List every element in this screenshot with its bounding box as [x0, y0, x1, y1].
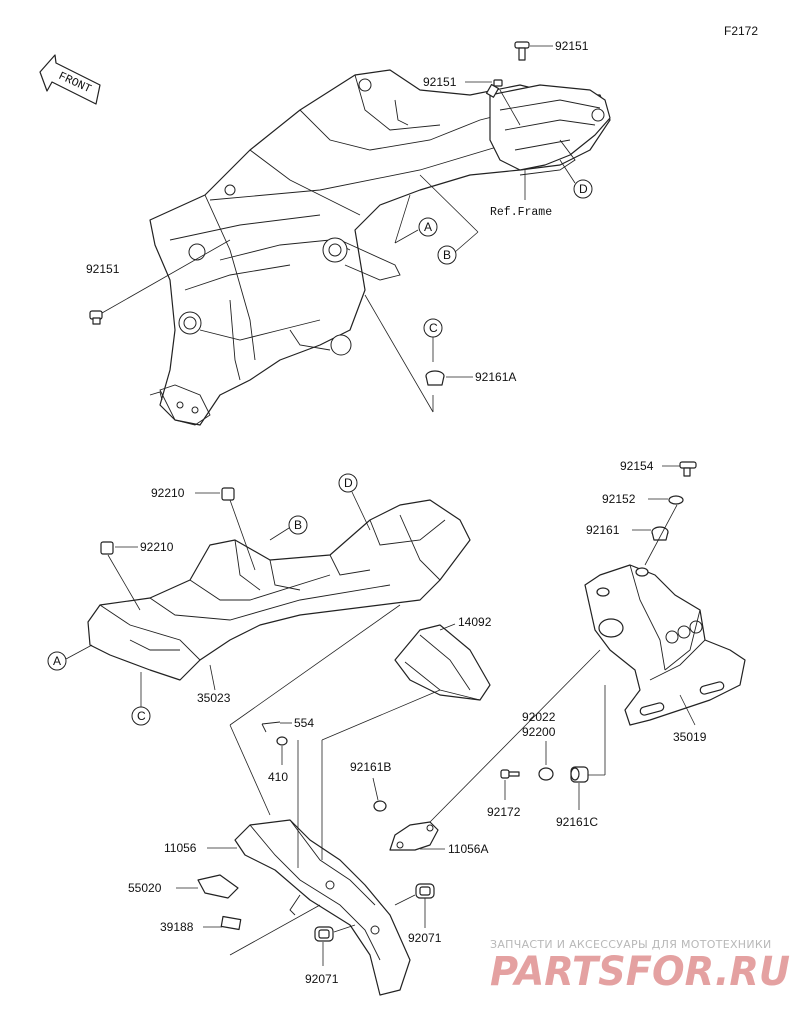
callout-a-tray-label: A: [53, 654, 61, 668]
clip-92210-left: [100, 541, 114, 555]
callout-a-frame-label: A: [424, 220, 432, 234]
callout-b-tray: [288, 515, 308, 535]
pad-39188: [220, 915, 242, 931]
callout-b-tray-label: B: [294, 518, 302, 532]
label-11056: 11056: [164, 841, 197, 855]
grommet-92071-right: [415, 883, 435, 899]
label-11056A: 11056A: [448, 842, 488, 856]
label-39188: 39188: [160, 920, 194, 934]
washer-92152: [668, 495, 684, 505]
callout-d-tray: [338, 473, 358, 493]
bracket-11056: [234, 819, 411, 996]
callout-d-frame-label: D: [579, 182, 588, 196]
bolt-92151-top: [514, 41, 530, 61]
bolt-92151-left: [89, 310, 103, 325]
clip-92210-top: [221, 487, 235, 501]
plate-55020: [197, 874, 239, 899]
callout-b-frame: [437, 245, 457, 265]
label-92161B: 92161B: [350, 760, 391, 774]
callout-d-tray-label: D: [344, 476, 353, 490]
label-14092: 14092: [458, 615, 492, 629]
ref-frame-label: Ref.Frame: [490, 206, 552, 219]
diagram-code: F2172: [724, 24, 758, 38]
watermark-brand: PARTSFOR.RU: [490, 949, 790, 995]
callout-d-frame: [573, 179, 593, 199]
label-92071-a: 92071: [408, 931, 442, 945]
callout-a-frame: [418, 217, 438, 237]
label-92022: 92022: [522, 710, 556, 724]
label-410: 410: [268, 770, 288, 784]
callout-c-frame-label: C: [429, 321, 438, 335]
label-92210-a: 92210: [151, 486, 185, 500]
callout-c-tray-label: C: [137, 709, 146, 723]
label-35019: 35019: [673, 730, 707, 744]
label-55020: 55020: [128, 881, 162, 895]
label-92161C: 92161C: [556, 815, 598, 829]
bolt-92172: [500, 769, 520, 779]
grommet-92161A: [425, 370, 445, 386]
label-92152: 92152: [602, 492, 636, 506]
front-arrow: FRONT: [39, 54, 101, 105]
label-92151-mid: 92151: [423, 75, 457, 89]
bracket-11056A: [389, 821, 439, 851]
cover-14092: [394, 624, 491, 701]
label-92071-b: 92071: [305, 972, 339, 986]
washer-92022: [538, 767, 554, 781]
label-92161: 92161: [586, 523, 620, 537]
label-92151-top: 92151: [555, 39, 589, 53]
grommet-92161B: [373, 800, 387, 812]
label-92154: 92154: [620, 459, 654, 473]
clip-554: [261, 721, 281, 733]
label-92200: 92200: [522, 725, 556, 739]
bolt-92154: [679, 461, 697, 477]
washer-410: [276, 736, 288, 746]
grommet-92161: [651, 526, 669, 541]
callout-b-frame-label: B: [443, 248, 451, 262]
label-554: 554: [294, 716, 314, 730]
undertray-35023: [87, 499, 471, 681]
label-35023: 35023: [197, 691, 231, 705]
label-92161A: 92161A: [475, 370, 516, 384]
label-92210-b: 92210: [140, 540, 174, 554]
frame-drawing: [149, 69, 611, 426]
bolt-92151-mid: [485, 79, 503, 98]
license-bracket-35019: [584, 564, 746, 726]
watermark-tagline: ЗАПЧАСТИ И АКСЕССУАРЫ ДЛЯ МОТОТЕХНИКИ: [490, 938, 772, 951]
grommet-92161C: [570, 766, 589, 783]
label-92151-left: 92151: [86, 262, 120, 276]
label-92172: 92172: [487, 805, 521, 819]
callout-a-tray: [47, 651, 67, 671]
grommet-92071-left: [314, 926, 334, 942]
